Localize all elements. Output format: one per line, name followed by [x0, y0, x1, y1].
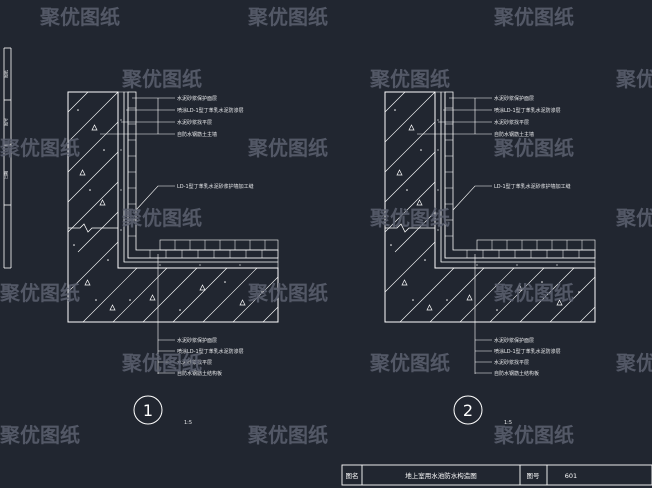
inner-tile-course — [159, 239, 279, 251]
upper-leaders — [417, 97, 492, 135]
layer-label: 喷涂LD-1型丁苯乳水泥防渗层 — [494, 348, 561, 355]
callout-label: LD-1型丁苯乳水泥砂浆护墙加工缝 — [177, 183, 254, 190]
watermark: 聚优图纸 — [369, 351, 450, 375]
layer-label: 水泥砂浆找平层 — [177, 359, 212, 366]
watermark: 聚优图纸 — [121, 67, 202, 91]
concrete-hatch — [384, 91, 596, 323]
facing-joints — [445, 107, 580, 258]
layer-label: 喷涂LD-1型丁苯乳水泥防渗层 — [177, 107, 244, 114]
layer-label: 水泥砂浆找平层 — [177, 119, 212, 126]
lower-leaders — [474, 254, 492, 374]
detail-number-circle — [133, 395, 163, 425]
strip-label: 日期 — [3, 171, 9, 179]
drawing-name-label: 图名 — [346, 471, 359, 480]
layer-label: 水泥砂浆保护面层 — [494, 95, 534, 102]
watermark: 聚优图纸 — [247, 136, 328, 160]
lower-leaders — [157, 254, 175, 374]
layer-label: 自防水钢筋土结构板 — [177, 370, 222, 377]
aggregate-triangles — [79, 124, 246, 311]
left-strip — [3, 47, 12, 269]
detail-scale: 1:5 — [184, 420, 192, 426]
title-block — [341, 464, 652, 486]
watermark: 聚优图纸 — [0, 136, 80, 160]
watermark: 聚优图纸 — [247, 281, 328, 305]
watermark: 聚优图纸 — [247, 5, 328, 29]
detail-2: 水泥砂浆保护面层 喷涂LD-1型丁苯乳水泥防渗层 水泥砂浆找平层 自防水钢筋土主… — [384, 91, 596, 426]
watermark: 聚优图纸 — [39, 5, 120, 29]
watermark-layer: 聚优图纸 聚优图纸 聚优图纸 聚优图纸 聚优图纸 聚优图纸 聚优图纸 聚优图纸 … — [0, 5, 652, 447]
break-line — [68, 223, 118, 233]
detail-number: 2 — [463, 401, 473, 420]
strip-label: 图号 — [3, 118, 9, 126]
layer-label: 水泥砂浆保护面层 — [494, 337, 534, 344]
tile-joints — [174, 240, 266, 250]
facing-joints — [128, 107, 263, 258]
watermark: 聚优图纸 — [615, 351, 652, 375]
upper-leaders — [100, 97, 175, 135]
callout-leader — [452, 185, 492, 211]
layer-label: 喷涂LD-1型丁苯乳水泥防渗层 — [494, 107, 561, 114]
mortar-speckle — [120, 119, 241, 266]
layer-label: 水泥砂浆保护面层 — [177, 95, 217, 102]
drawing-no: 601 — [565, 472, 577, 480]
watermark: 聚优图纸 — [493, 136, 574, 160]
watermark: 聚优图纸 — [121, 351, 202, 375]
drawing-no-label: 图号 — [527, 472, 541, 480]
inner-tile-course — [476, 239, 596, 251]
drawing-name: 地上室用水池防水构造图 — [405, 471, 477, 480]
tile-joints — [491, 240, 583, 250]
break-line — [385, 223, 435, 233]
callout-label: LD-1型丁苯乳水泥砂浆护墙加工缝 — [494, 183, 571, 190]
watermark: 聚优图纸 — [493, 423, 574, 447]
aggregate-triangles — [396, 124, 563, 311]
detail-1: 水泥砂浆保护面层 喷涂LD-1型丁苯乳水泥防渗层 水泥砂浆找平层 自防水钢筋土主… — [67, 91, 279, 426]
callout-leader — [135, 185, 175, 211]
watermark: 聚优图纸 — [493, 281, 574, 305]
mortar-speckle — [437, 119, 558, 266]
layer-label: 自防水钢筋土结构板 — [494, 370, 539, 377]
watermark: 聚优图纸 — [369, 206, 450, 230]
detail-scale: 1:5 — [504, 420, 512, 426]
watermark: 聚优图纸 — [615, 67, 652, 91]
layer-label: 喷涂LD-1型丁苯乳水泥防渗层 — [177, 348, 244, 355]
title-block-frame — [341, 464, 652, 486]
watermark: 聚优图纸 — [0, 423, 80, 447]
concrete-hatch — [67, 91, 279, 323]
watermark: 聚优图纸 — [493, 5, 574, 29]
layer-label: 自防水钢筋土主墙 — [494, 131, 534, 138]
layer-label: 水泥砂浆保护面层 — [177, 337, 217, 344]
detail-number: 1 — [143, 401, 153, 420]
aggregate-dots — [73, 109, 263, 311]
layer-label: 水泥砂浆找平层 — [494, 359, 529, 366]
layer-label: 自防水钢筋土主墙 — [177, 131, 217, 138]
watermark: 聚优图纸 — [0, 281, 80, 305]
watermark: 聚优图纸 — [121, 206, 202, 230]
aggregate-dots — [390, 109, 580, 311]
watermark: 聚优图纸 — [615, 206, 652, 230]
detail-number-circle — [453, 395, 483, 425]
watermark: 聚优图纸 — [369, 67, 450, 91]
layer-label: 水泥砂浆找平层 — [494, 119, 529, 126]
watermark: 聚优图纸 — [247, 423, 328, 447]
strip-label: 图纸 — [3, 70, 9, 78]
